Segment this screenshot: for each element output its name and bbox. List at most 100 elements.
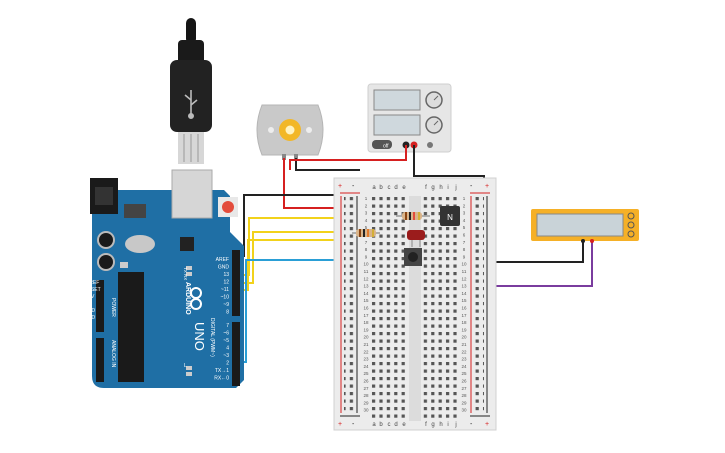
bb-row-number: 1 xyxy=(365,196,368,201)
bb-row-number: 15 xyxy=(461,298,467,303)
bb-row-number: 24 xyxy=(363,364,369,369)
digital-pin-label: ~11 xyxy=(221,287,229,293)
resistor-left[interactable] xyxy=(352,229,380,237)
bb-column-letter: j xyxy=(454,422,456,428)
reset-button-icon[interactable] xyxy=(218,197,238,217)
bb-minus-bottom-right: - xyxy=(470,421,473,428)
digital-pin-label: TX→1 xyxy=(215,368,229,374)
bb-column-letter: i xyxy=(447,185,448,191)
digital-pin-label: ~10 xyxy=(221,295,230,301)
usb-symbol-icon xyxy=(184,90,198,120)
analog-pin-label: A5 xyxy=(84,374,92,380)
bb-row-number: 14 xyxy=(363,291,369,296)
bb-row-number: 10 xyxy=(461,262,467,267)
bb-row-number: 18 xyxy=(363,320,369,325)
bb-row-number: 26 xyxy=(461,379,467,384)
analog-pin-label: A4 xyxy=(84,367,92,373)
bb-column-letter: g xyxy=(431,422,434,428)
bb-minus-top-left: - xyxy=(352,183,355,190)
digital-pin-label: 13 xyxy=(223,272,229,278)
bb-row-number: 17 xyxy=(461,313,467,318)
bb-column-letter: h xyxy=(439,185,442,191)
bb-row-number: 3 xyxy=(365,211,368,216)
digital-pin-label: 8 xyxy=(226,310,229,316)
bb-row-number: 29 xyxy=(461,400,467,405)
bb-column-letter: j xyxy=(454,185,456,191)
bb-column-letter: e xyxy=(402,185,406,191)
bb-plus-top-left: + xyxy=(338,183,342,190)
analog-pin-label: A0 xyxy=(84,339,92,345)
bb-row-number: 11 xyxy=(364,269,369,274)
bb-column-letter: d xyxy=(394,185,397,191)
bb-column-letter: a xyxy=(372,422,376,428)
led-red[interactable] xyxy=(407,230,425,247)
bb-row-number: 29 xyxy=(363,400,369,405)
analog-header-label: ANALOG IN xyxy=(110,340,116,368)
bb-column-letter: f xyxy=(425,185,427,191)
bb-row-numbers-left: 1234567891011121314151617181920212223242… xyxy=(363,196,369,413)
bb-row-number: 17 xyxy=(363,313,369,318)
pushbutton[interactable] xyxy=(404,248,422,266)
lcd-display[interactable] xyxy=(531,209,639,243)
power-supply[interactable]: off xyxy=(367,83,452,153)
digital-pin-label: ~6 xyxy=(223,331,229,337)
bb-row-number: 22 xyxy=(461,349,467,354)
usb-plug-icon[interactable] xyxy=(170,18,212,164)
digital-pin-label: GND xyxy=(218,265,230,271)
bb-row-number: 23 xyxy=(363,357,369,362)
bb-row-number: 28 xyxy=(461,393,467,398)
bb-column-letter: c xyxy=(388,422,391,428)
resistor-top[interactable] xyxy=(396,212,430,220)
bb-row-number: 21 xyxy=(363,342,369,347)
bb-row-number: 25 xyxy=(461,371,467,376)
arduino-brand-text: ARDUINO xyxy=(184,282,191,315)
bb-row-number: 30 xyxy=(461,408,467,413)
power-switch[interactable] xyxy=(372,140,392,149)
bb-row-number: 12 xyxy=(461,276,467,281)
digital-header-label: DIGITAL (PWM~) xyxy=(209,318,215,357)
tx-label: TX xyxy=(183,267,188,273)
bb-row-number: 15 xyxy=(363,298,369,303)
wire-supply-red[interactable] xyxy=(289,145,407,170)
bb-row-number: 6 xyxy=(463,233,466,238)
bb-row-number: 30 xyxy=(363,408,369,413)
digital-pin-label: ~5 xyxy=(223,338,229,344)
power-switch-label: off xyxy=(383,144,389,150)
lcd-pin-gnd[interactable] xyxy=(581,239,585,243)
bb-row-number: 26 xyxy=(363,379,369,384)
transistor[interactable]: N xyxy=(440,206,460,226)
bb-column-letter: g xyxy=(431,185,434,191)
analog-pin-label: A3 xyxy=(84,360,92,366)
power-pin-label: 5V xyxy=(84,301,91,307)
arduino-board[interactable]: POWER ANALOG IN DIGITAL (PWM~) IOREFRESE… xyxy=(84,169,244,388)
transistor-label: N xyxy=(447,213,453,222)
bb-column-letter: e xyxy=(402,422,406,428)
digital-pin-label: 2 xyxy=(226,361,229,367)
bb-row-number: 18 xyxy=(461,320,467,325)
lcd-pin-signal[interactable] xyxy=(590,239,594,243)
digital-pin-label: RX←0 xyxy=(214,376,229,382)
bb-column-letter: b xyxy=(379,422,383,428)
wire-motor-black[interactable] xyxy=(295,158,360,171)
bb-row-number: 8 xyxy=(463,247,466,252)
bb-column-letter: d xyxy=(394,422,397,428)
bb-row-number: 7 xyxy=(463,240,466,245)
bb-row-number: 21 xyxy=(461,342,467,347)
power-pin-label: 3.3V xyxy=(84,294,95,300)
digital-pin-label: 12 xyxy=(223,280,229,286)
bb-row-number: 7 xyxy=(365,240,368,245)
bb-row-number: 8 xyxy=(365,247,368,252)
bb-plus-top-right: + xyxy=(485,183,489,190)
bb-column-letter: i xyxy=(447,422,448,428)
bb-column-letter: c xyxy=(388,185,391,191)
digital-pin-label: 7 xyxy=(226,323,229,329)
bb-minus-top-right: - xyxy=(470,183,473,190)
wire-lcd-black[interactable] xyxy=(490,240,584,263)
dc-motor-icon[interactable] xyxy=(256,104,324,160)
bb-row-number: 23 xyxy=(461,357,467,362)
